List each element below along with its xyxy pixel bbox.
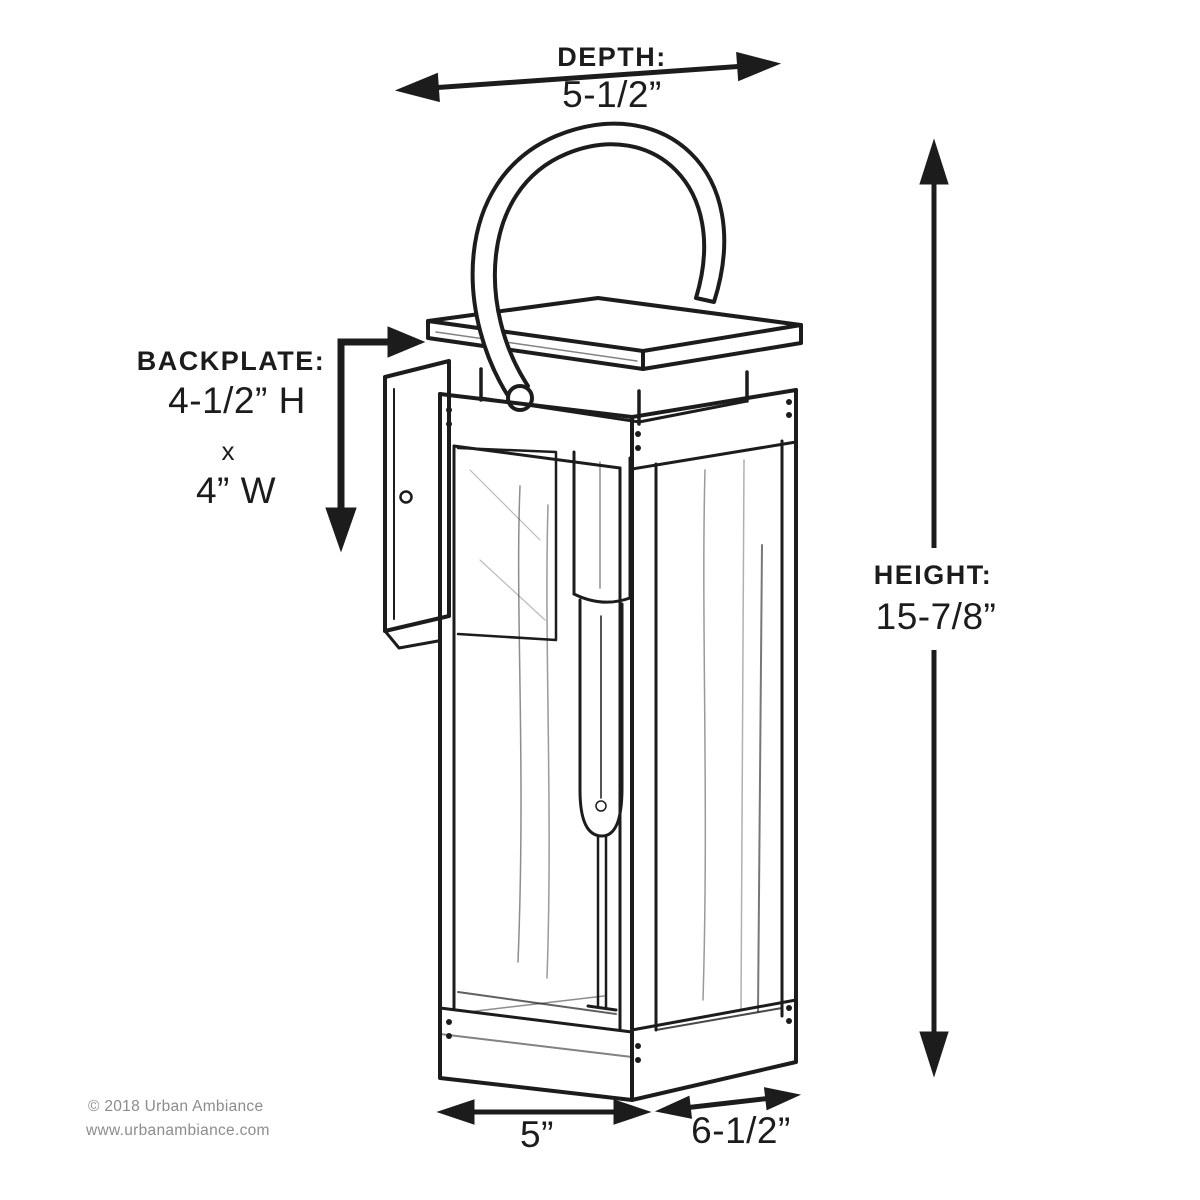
depth-value: 5-1/2” [562, 74, 662, 115]
lantern-body-frame [438, 388, 798, 1102]
interior-floor [457, 991, 617, 1015]
arrowhead-right [763, 1087, 802, 1111]
lantern-handle [470, 121, 727, 412]
height-label: HEIGHT: [873, 560, 993, 590]
height-dimension-arrow [919, 138, 949, 1078]
lantern-line-drawing [383, 121, 803, 1102]
base-depth-arrow [654, 1087, 802, 1119]
lantern-backplate [383, 359, 451, 650]
website-text: www.urbanambiance.com [86, 1122, 270, 1139]
backplate-screw [399, 490, 413, 504]
base-front-width-value: 5” [520, 1114, 554, 1155]
arrowhead-left [436, 1099, 475, 1125]
backplate-pointer-arrow [325, 326, 426, 553]
arrowhead-right [736, 51, 782, 82]
candle-socket [572, 450, 632, 604]
light-bulb [578, 598, 624, 838]
lantern-interior [456, 446, 763, 1015]
arrowhead-left [394, 72, 440, 103]
height-value: 15-7/8” [875, 596, 997, 637]
depth-dimension-arrow [394, 51, 782, 103]
arrowhead-left [654, 1095, 693, 1119]
arrowhead-right [613, 1099, 652, 1125]
arrowhead-right [387, 326, 426, 358]
base-width-arrow [436, 1099, 652, 1125]
backplate-width-value: 4” W [195, 470, 277, 511]
depth-label: DEPTH: [557, 42, 667, 72]
backplate-height-value: 4-1/2” H [168, 380, 306, 421]
interior-reflector-panel [456, 446, 558, 642]
backplate-x-separator: x [221, 436, 235, 466]
copyright-text: © 2018 Urban Ambiance [88, 1098, 264, 1115]
glass-reflections [517, 459, 763, 1013]
arrowhead-down [919, 1031, 949, 1078]
base-side-depth-value: 6-1/2” [691, 1110, 791, 1151]
screw-dots [446, 399, 792, 1063]
lantern-lid [426, 296, 803, 371]
arrowhead-down [325, 507, 357, 553]
backplate-label: BACKPLATE: [136, 346, 326, 376]
arrowhead-up [919, 138, 949, 185]
bulb-stem [586, 834, 618, 1012]
